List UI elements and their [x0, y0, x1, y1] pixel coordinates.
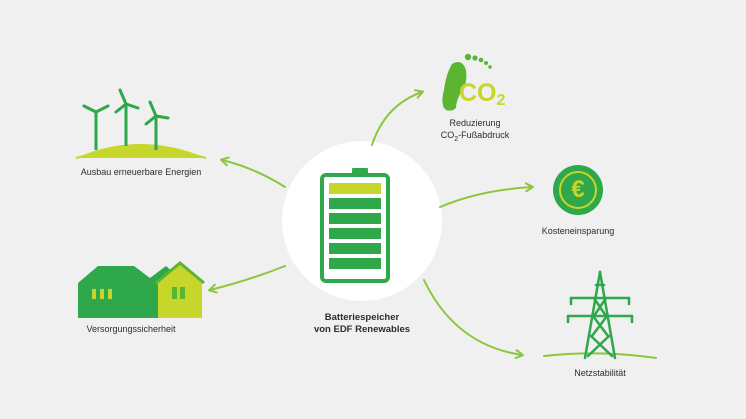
wind-label: Ausbau erneuerbare Energien — [80, 167, 202, 177]
arrow-to-footprint — [371, 89, 424, 146]
co2-badge: CO2 — [459, 79, 505, 111]
arrow-to-wind — [220, 156, 286, 188]
euro-coin-icon — [553, 165, 603, 215]
footprint-label-line2: CO2-Fußabdruck — [420, 129, 530, 143]
euro-symbol: € — [571, 176, 585, 203]
arrow-to-houses — [208, 265, 286, 294]
footprint-rest: -Fußabdruck — [458, 130, 510, 140]
footprint-icon — [442, 53, 492, 111]
footprint-label: Reduzierung CO2-Fußabdruck — [420, 117, 530, 143]
center-label-line1: Batteriespeicher — [324, 312, 400, 323]
footprint-co: CO — [440, 130, 455, 140]
co2-badge-main: CO — [459, 79, 497, 107]
houses-label: Versorgungssicherheit — [86, 324, 176, 334]
battery-icon — [320, 168, 390, 283]
cost-label: Kosteneinsparung — [541, 226, 615, 236]
wind-turbines-icon — [75, 88, 207, 159]
footprint-label-line1: Reduzierung — [449, 118, 501, 128]
center-label: Batteriespeicher von EDF Renewables — [287, 312, 437, 336]
grid-label: Netzstabilität — [574, 368, 626, 378]
center-label-line2: von EDF Renewables — [313, 324, 411, 335]
co2-badge-sub: 2 — [496, 92, 506, 109]
power-pylon-icon — [543, 270, 657, 360]
arrow-to-cost — [439, 182, 534, 208]
houses-icon — [78, 261, 205, 318]
arrow-to-grid — [423, 279, 524, 360]
footprint-co-sub: 2 — [454, 135, 459, 143]
